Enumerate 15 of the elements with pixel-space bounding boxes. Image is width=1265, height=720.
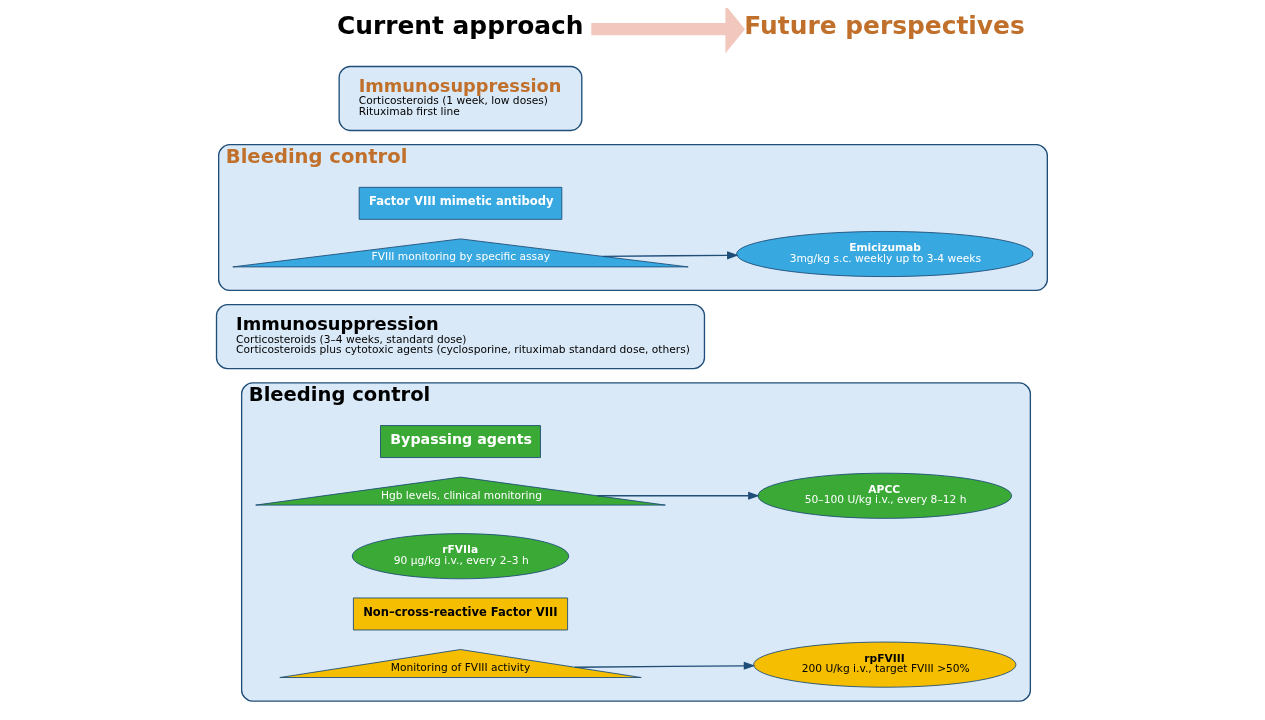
arrow	[590, 8, 745, 54]
node-box: Immunosuppression Corticosteroids (3–4 weeks, standard dose) Corticosteroids plus cytotoxic agents (cyclosporine, rituximab standard dose, others)	[215, 304, 705, 370]
node-box: Non–cross-reactive Factor VIII	[352, 597, 568, 631]
node-ellipse: APCC 50–100 U/kg i.v., every 8–12 h	[757, 472, 1012, 519]
arrow	[573, 661, 755, 670]
arrow	[601, 251, 739, 260]
node-box: Immunosuppression Corticosteroids (1 week, low doses) Rituximab first line	[338, 65, 582, 132]
node-ellipse: rpFVIII 200 U/kg i.v., target FVIII >50%	[752, 641, 1016, 688]
node-ellipse: Emicizumab 3mg/kg s.c. weekly up to 3-4 weeks	[735, 231, 1033, 278]
node-box: Factor VIII mimetic antibody	[358, 186, 562, 220]
node-box: Bypassing agents	[379, 425, 541, 458]
node-text: Future perspectives	[743, 11, 1025, 41]
node-text: Current approach	[336, 11, 584, 41]
node-ellipse: rFVIIa 90 μg/kg i.v., every 2–3 h	[351, 533, 569, 580]
arrow	[595, 491, 760, 500]
